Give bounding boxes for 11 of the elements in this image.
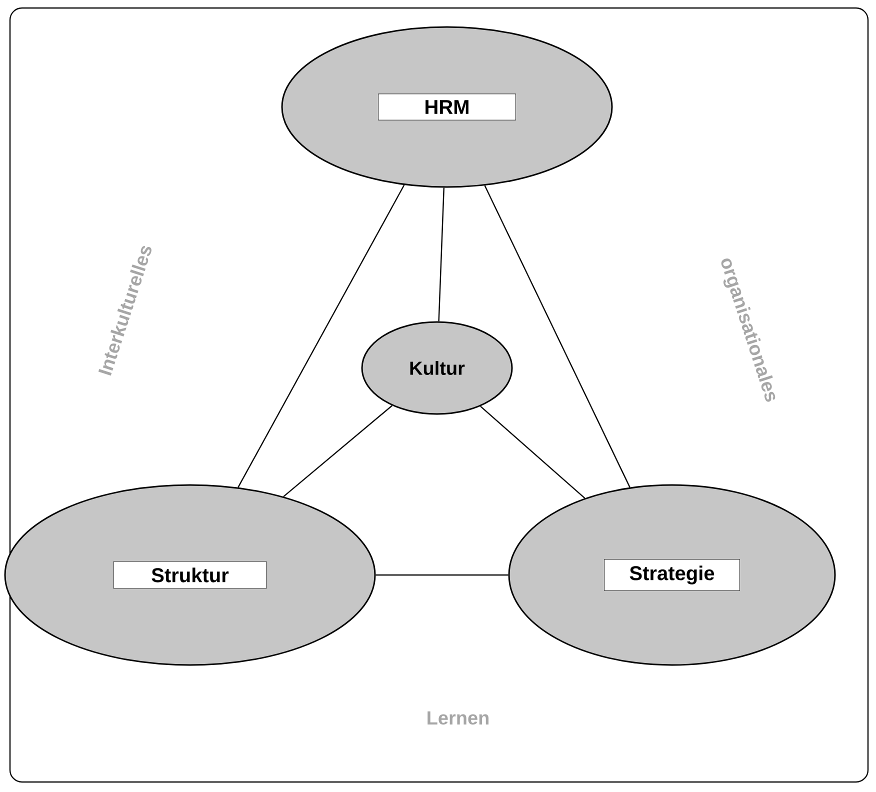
connector-line xyxy=(238,184,405,488)
connector-line xyxy=(376,574,508,576)
ellipse-node: Struktur xyxy=(4,484,376,666)
connector-line xyxy=(484,185,630,488)
connector-line xyxy=(283,405,392,498)
ellipse-node: Kultur xyxy=(361,321,513,415)
ellipse-node: Strategie xyxy=(508,484,836,666)
ellipse-node: HRM xyxy=(281,26,613,188)
connector-line xyxy=(438,188,445,322)
connector-line xyxy=(480,406,586,499)
outline-label: Lernen xyxy=(428,711,488,725)
